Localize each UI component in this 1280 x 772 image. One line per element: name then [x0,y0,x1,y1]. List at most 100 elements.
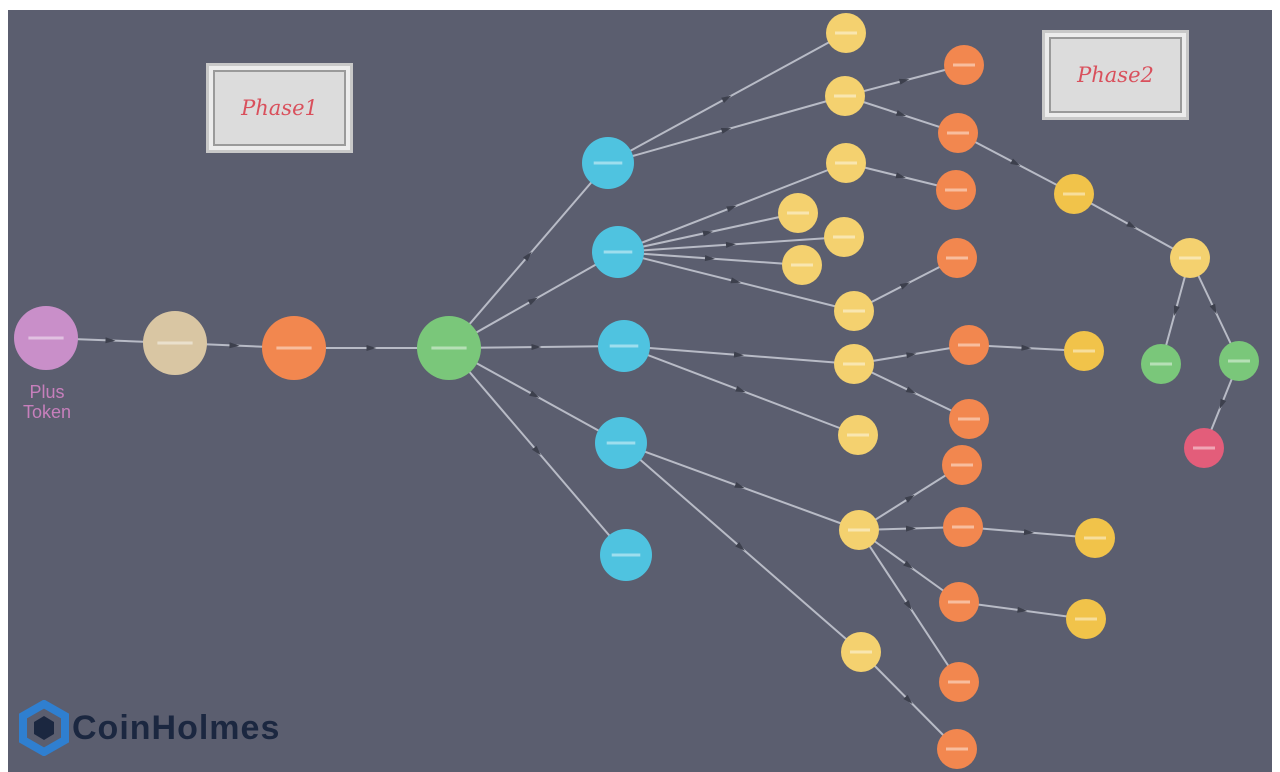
node-circle-y1[interactable] [826,13,866,53]
node-y1[interactable] [826,13,866,53]
node-circle-o11[interactable] [937,729,977,769]
node-circle-o5[interactable] [949,325,989,365]
node-circle-g3[interactable] [1075,518,1115,558]
node-circle-y4[interactable] [778,193,818,233]
node-circle-y12[interactable] [1170,238,1210,278]
node-y7[interactable] [834,291,874,331]
node-circle-o1[interactable] [944,45,984,85]
node-address-y12 [1179,256,1201,260]
node-address-o3 [945,188,967,192]
node-b5[interactable] [600,529,652,581]
edge-arrow-o5-g2 [1021,344,1032,351]
node-circle-g1[interactable] [1054,174,1094,214]
node-pink[interactable] [14,306,78,370]
node-o0[interactable] [262,316,326,380]
node-circle-y2[interactable] [825,76,865,116]
node-y11[interactable] [841,632,881,672]
node-circle-b2[interactable] [592,226,644,278]
edge-arrow-y12-gr2 [1209,303,1217,315]
node-y5[interactable] [824,217,864,257]
node-circle-b5[interactable] [600,529,652,581]
node-gr2[interactable] [1219,341,1259,381]
node-circle-o6[interactable] [949,399,989,439]
node-circle-y10[interactable] [839,510,879,550]
node-y2[interactable] [825,76,865,116]
edge-arrow-o9-g4 [1017,606,1028,613]
node-circle-tan[interactable] [143,311,207,375]
node-y9[interactable] [838,415,878,455]
node-o4[interactable] [937,238,977,278]
node-circle-y6[interactable] [782,245,822,285]
node-o8[interactable] [943,507,983,547]
node-circle-y9[interactable] [838,415,878,455]
node-circle-gr2[interactable] [1219,341,1259,381]
node-circle-o9[interactable] [939,582,979,622]
node-circle-o10[interactable] [939,662,979,702]
edge-arrow-y11-o11 [903,694,913,705]
node-address-b5 [611,553,641,557]
edge-arrow-b1-y1 [721,95,732,104]
edge-arrow-y2-o2 [895,110,907,117]
node-o10[interactable] [939,662,979,702]
node-y10[interactable] [839,510,879,550]
edge-arrow-hub-b4 [529,390,540,398]
node-address-o4 [946,256,968,260]
node-circle-o3[interactable] [936,170,976,210]
node-circle-y7[interactable] [834,291,874,331]
node-circle-b3[interactable] [598,320,650,372]
node-circle-g2[interactable] [1064,331,1104,371]
node-o3[interactable] [936,170,976,210]
edge-arrow-b4-y11 [735,541,745,551]
node-hub[interactable] [417,316,481,380]
node-o2[interactable] [938,113,978,153]
node-circle-y5[interactable] [824,217,864,257]
edge-arrow-b2-y4 [702,230,713,237]
node-o9[interactable] [939,582,979,622]
node-circle-r1[interactable] [1184,428,1224,468]
node-gr1[interactable] [1141,344,1181,384]
node-o1[interactable] [944,45,984,85]
node-circle-hub[interactable] [417,316,481,380]
edge-arrow-y7-o4 [899,282,910,290]
node-o6[interactable] [949,399,989,439]
node-circle-o8[interactable] [943,507,983,547]
node-circle-gr1[interactable] [1141,344,1181,384]
node-address-y2 [834,94,856,98]
transaction-graph [14,13,1259,769]
edge-arrow-b4-y10 [734,481,745,489]
node-g1[interactable] [1054,174,1094,214]
node-address-g2 [1073,349,1095,353]
node-address-y9 [847,433,869,437]
node-g2[interactable] [1064,331,1104,371]
node-tan[interactable] [143,311,207,375]
node-address-g1 [1063,192,1085,196]
node-circle-b4[interactable] [595,417,647,469]
node-circle-y3[interactable] [826,143,866,183]
node-circle-o2[interactable] [938,113,978,153]
node-circle-y11[interactable] [841,632,881,672]
node-y4[interactable] [778,193,818,233]
node-circle-g4[interactable] [1066,599,1106,639]
node-b4[interactable] [595,417,647,469]
node-circle-o0[interactable] [262,316,326,380]
node-circle-pink[interactable] [14,306,78,370]
node-o11[interactable] [937,729,977,769]
node-b1[interactable] [582,137,634,189]
node-y6[interactable] [782,245,822,285]
node-y3[interactable] [826,143,866,183]
node-circle-b1[interactable] [582,137,634,189]
node-b3[interactable] [598,320,650,372]
node-g3[interactable] [1075,518,1115,558]
node-o7[interactable] [942,445,982,485]
node-y8[interactable] [834,344,874,384]
node-y12[interactable] [1170,238,1210,278]
node-b2[interactable] [592,226,644,278]
node-circle-o7[interactable] [942,445,982,485]
node-circle-o4[interactable] [937,238,977,278]
hexagon-logo-icon [19,700,69,756]
node-r1[interactable] [1184,428,1224,468]
edge-arrow-b2-y6 [704,255,715,262]
node-g4[interactable] [1066,599,1106,639]
node-o5[interactable] [949,325,989,365]
node-circle-y8[interactable] [834,344,874,384]
